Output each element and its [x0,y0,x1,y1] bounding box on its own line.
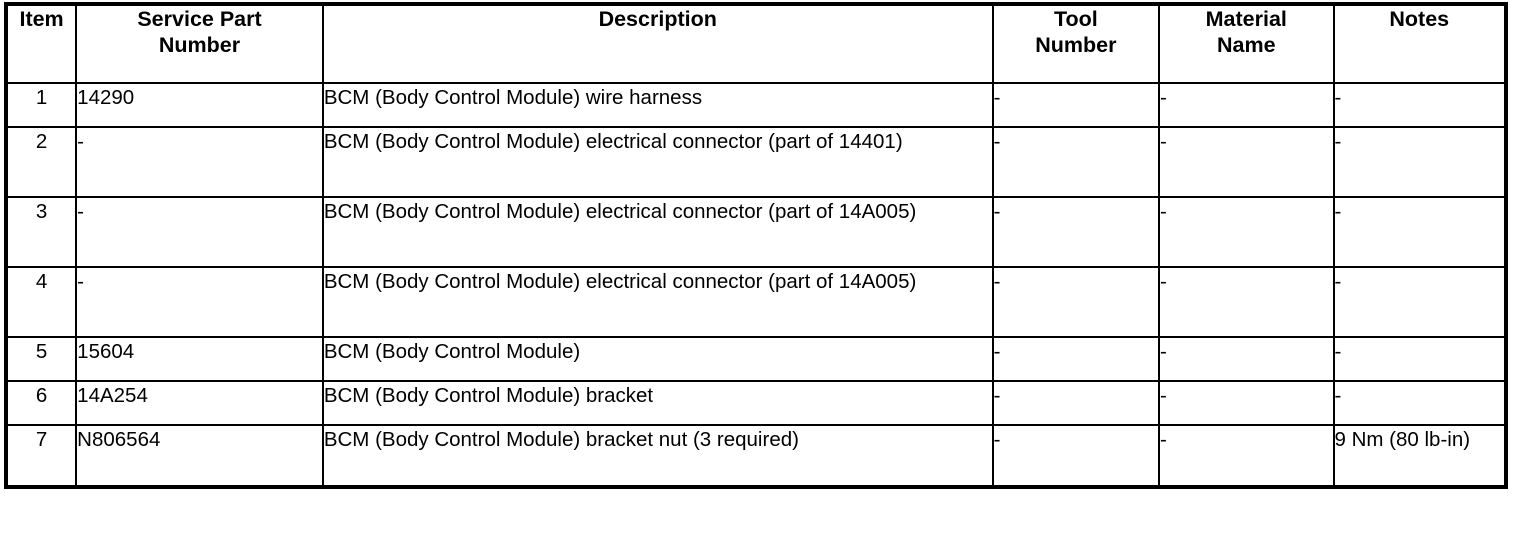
cell-tool-number: - [991,266,1161,338]
cell-description: BCM (Body Control Module) wire harness [321,82,994,128]
cell-description: BCM (Body Control Module) [321,336,994,382]
cell-tool-number: - [991,196,1161,268]
cell-part-number: - [75,266,324,338]
table-row: 7 N806564 BCM (Body Control Module) brac… [4,424,1507,488]
column-header-material-name: Material Name [1158,3,1335,84]
column-header-service-part-number-label: Service Part Number [137,7,262,57]
table-row: 4 - BCM (Body Control Module) electrical… [4,266,1507,338]
column-header-description-label: Description [598,7,717,31]
cell-tool-number: - [991,82,1161,128]
column-header-item: Item [4,3,78,84]
cell-material-name: - [1158,82,1335,128]
cell-part-number: 14290 [75,82,324,128]
cell-tool-number: - [991,126,1161,198]
cell-tool-number: - [991,336,1161,382]
table-row: 5 15604 BCM (Body Control Module) - - - [4,336,1507,382]
table-row: 1 14290 BCM (Body Control Module) wire h… [4,82,1507,128]
table-body: 1 14290 BCM (Body Control Module) wire h… [4,82,1507,488]
column-header-tool-number: Tool Number [991,3,1161,84]
cell-material-name: - [1158,196,1335,268]
column-header-service-part-number: Service Part Number [75,3,324,84]
cell-description: BCM (Body Control Module) bracket [321,380,994,426]
cell-item: 5 [4,336,78,382]
cell-item: 2 [4,126,78,198]
cell-notes: 9 Nm (80 lb-in) [1332,424,1507,488]
cell-material-name: - [1158,380,1335,426]
table-header-row: Item Service Part Number Description Too… [4,3,1507,84]
cell-notes: - [1332,126,1507,198]
cell-description: BCM (Body Control Module) electrical con… [321,126,994,198]
cell-part-number: 14A254 [75,380,324,426]
cell-part-number: - [75,126,324,198]
table-row: 3 - BCM (Body Control Module) electrical… [4,196,1507,268]
cell-notes: - [1332,196,1507,268]
cell-item: 7 [4,424,78,488]
cell-item: 4 [4,266,78,338]
table-header: Item Service Part Number Description Too… [4,3,1507,84]
cell-notes: - [1332,82,1507,128]
cell-description: BCM (Body Control Module) electrical con… [321,196,994,268]
table-row: 6 14A254 BCM (Body Control Module) brack… [4,380,1507,426]
cell-notes: - [1332,380,1507,426]
column-header-material-name-label: Material Name [1205,7,1287,57]
cell-notes: - [1332,266,1507,338]
cell-description: BCM (Body Control Module) electrical con… [321,266,994,338]
cell-item: 1 [4,82,78,128]
cell-part-number: N806564 [75,424,324,488]
column-header-tool-number-label: Tool Number [1035,7,1117,57]
column-header-description: Description [321,3,994,84]
cell-tool-number: - [991,424,1161,488]
cell-item: 6 [4,380,78,426]
cell-material-name: - [1158,424,1335,488]
cell-material-name: - [1158,126,1335,198]
cell-part-number: - [75,196,324,268]
cell-description: BCM (Body Control Module) bracket nut (3… [321,424,994,488]
cell-notes: - [1332,336,1507,382]
column-header-notes-label: Notes [1389,7,1450,31]
column-header-item-label: Item [19,7,64,31]
cell-material-name: - [1158,336,1335,382]
table-row: 2 - BCM (Body Control Module) electrical… [4,126,1507,198]
cell-tool-number: - [991,380,1161,426]
service-parts-table: Item Service Part Number Description Too… [4,2,1508,489]
column-header-notes: Notes [1332,3,1507,84]
cell-material-name: - [1158,266,1335,338]
cell-item: 3 [4,196,78,268]
cell-part-number: 15604 [75,336,324,382]
